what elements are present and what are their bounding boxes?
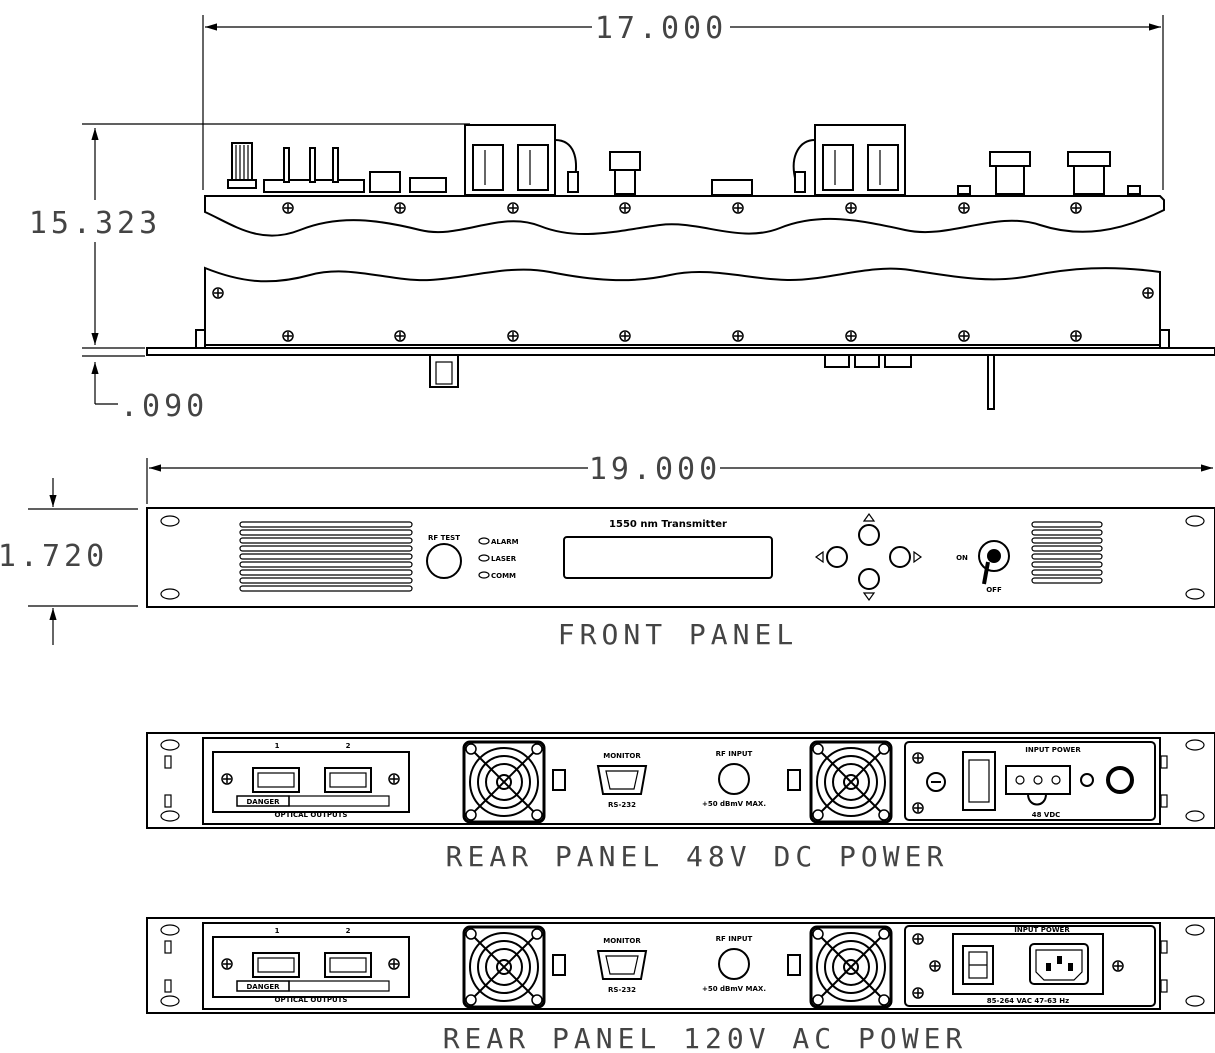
led-alarm-label: ALARM [491, 538, 519, 546]
ac-rf-max-label: +50 dBmV MAX. [702, 985, 766, 993]
dc-input-power-label: INPUT POWER [1025, 746, 1081, 754]
ac-vac-label: 85-264 VAC 47-63 Hz [987, 997, 1069, 1005]
dc-optical-port-1[interactable] [252, 767, 300, 793]
rear-dc-outline [146, 732, 1215, 829]
dc-rf-input-label: RF INPUT [716, 750, 753, 758]
dim-090-label: .090 [120, 389, 208, 424]
front-vent-right [1031, 521, 1103, 584]
ac-fan-right [809, 925, 893, 1009]
dim-1720-label: 1.720 [0, 539, 108, 574]
front-vent-left [239, 521, 413, 592]
rf-test-label: RF TEST [428, 534, 460, 542]
dc-fan-right [809, 740, 893, 824]
ac-optical-port-1[interactable] [252, 952, 300, 978]
key-down[interactable] [858, 568, 880, 590]
nav-keypad [814, 512, 923, 602]
lcd-display [563, 536, 773, 579]
dim-15-label: 15.323 [29, 206, 161, 241]
rear-ac-outline [146, 917, 1215, 1014]
key-on-label: ON [956, 554, 968, 562]
dc-fuse-holder[interactable] [926, 772, 946, 792]
arrow-down-icon [862, 592, 876, 602]
front-panel-caption: FRONT PANEL [558, 618, 798, 651]
dc-optical-plate [212, 751, 410, 813]
top-view: 17.000 15.323 .090 [29, 11, 1215, 424]
led-group: ALARM LASER COMM [478, 537, 519, 580]
ac-optical-outputs-label: OPTICAL OUTPUTS [275, 996, 348, 1004]
key-left[interactable] [826, 546, 848, 568]
rear-panel-dc: 1 2 DANGER OPTICAL OUTPUTS MONITOR RS-23… [146, 732, 1215, 873]
ac-power-switch[interactable] [962, 945, 994, 985]
arrow-left-icon [814, 550, 824, 564]
dc-monitor-label: MONITOR [603, 752, 641, 760]
key-off-label: OFF [986, 586, 1002, 594]
dim-19-label: 19.000 [589, 452, 721, 487]
dc-danger-label: DANGER [246, 798, 280, 806]
dc-vdc-label: 48 VDC [1032, 811, 1061, 819]
key-right[interactable] [889, 546, 911, 568]
ac-port-2-label: 2 [346, 927, 351, 935]
rear-panel-ac: 1 2 DANGER OPTICAL OUTPUTS MONITOR RS-23… [146, 917, 1215, 1053]
dc-ground-post [1106, 766, 1134, 794]
top-upper-screws [282, 202, 1082, 214]
dc-fan-left [462, 740, 546, 824]
rf-test-port[interactable] [426, 543, 462, 579]
arrow-right-icon [913, 550, 923, 564]
dc-power-switch[interactable] [962, 751, 996, 811]
ac-optical-plate [212, 936, 410, 998]
ac-monitor-label: MONITOR [603, 937, 641, 945]
rear-ac-caption: REAR PANEL 120V AC POWER [443, 1022, 968, 1053]
dc-rf-max-label: +50 dBmV MAX. [702, 800, 766, 808]
dc-power-module [904, 741, 1156, 821]
dc-optical-port-2[interactable] [324, 767, 372, 793]
dc-port-1-label: 1 [275, 742, 280, 750]
dc-rs232-port[interactable] [596, 765, 648, 795]
ac-optical-port-2[interactable] [324, 952, 372, 978]
top-components [227, 124, 1141, 196]
front-title: 1550 nm Transmitter [609, 519, 727, 530]
ac-power-module [904, 925, 1156, 1007]
ac-danger-label: DANGER [246, 983, 280, 991]
led-comm-label: COMM [491, 572, 516, 580]
ac-rf-input-port[interactable] [718, 948, 750, 980]
ac-fan-left [462, 925, 546, 1009]
dc-optical-outputs-label: OPTICAL OUTPUTS [275, 811, 348, 819]
dc-rf-input-port[interactable] [718, 763, 750, 795]
ac-iec-inlet[interactable] [1029, 943, 1089, 985]
dc-port-2-label: 2 [346, 742, 351, 750]
front-panel-outline [146, 507, 1215, 608]
dc-rs232-label: RS-232 [608, 801, 636, 809]
ac-input-power-label: INPUT POWER [1014, 926, 1070, 934]
ac-rs232-port[interactable] [596, 950, 648, 980]
ac-port-1-label: 1 [275, 927, 280, 935]
led-laser-label: LASER [491, 555, 517, 563]
front-panel: 19.000 1.720 RF TEST ALARM [0, 452, 1215, 651]
arrow-up-icon [862, 512, 876, 522]
rear-dc-caption: REAR PANEL 48V DC POWER [446, 840, 949, 873]
ac-rf-input-label: RF INPUT [716, 935, 753, 943]
dim-17-label: 17.000 [595, 11, 727, 46]
key-switch[interactable] [978, 540, 1010, 572]
ac-rs232-label: RS-232 [608, 986, 636, 994]
dc-terminal-block[interactable] [1005, 765, 1071, 795]
front-edge-protrusions [429, 354, 995, 410]
key-up[interactable] [858, 524, 880, 546]
top-lower-screws [212, 287, 1154, 342]
